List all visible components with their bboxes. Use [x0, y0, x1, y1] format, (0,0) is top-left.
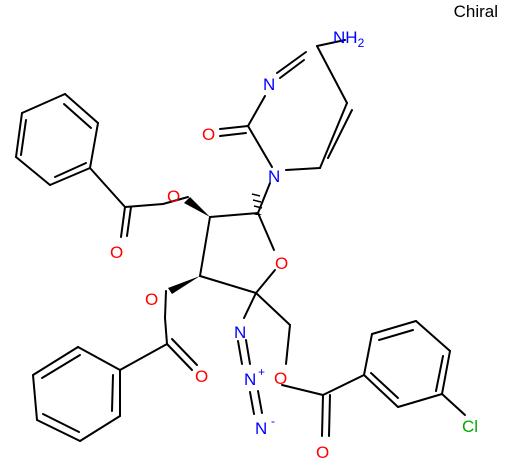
atom-o-ester1: O — [167, 187, 180, 206]
atom-o-carbonyl2: O — [195, 367, 208, 386]
atom-o2: O — [202, 125, 215, 144]
atom-nh2: NH2 — [333, 28, 365, 50]
atom-o-ester2: O — [145, 290, 158, 309]
stereo-bonds — [168, 197, 262, 294]
chiral-label: Chiral — [453, 2, 498, 21]
atom-cl: Cl — [462, 417, 478, 436]
atom-n3: N — [263, 75, 275, 94]
atom-n-azide3: N — [255, 419, 267, 438]
atom-n-azide2: N — [244, 370, 256, 389]
atom-n1: N — [268, 167, 280, 186]
atom-n-azide3-charge: - — [271, 414, 275, 428]
hash-bonds — [251, 193, 263, 209]
atom-o-ring: O — [275, 254, 288, 273]
atom-o-ester3: O — [274, 369, 287, 388]
atom-n-azide1: N — [234, 323, 246, 342]
atom-labels: NH2 N O N O O O O O N N + N - O O Cl — [110, 28, 478, 462]
bonds — [15, 39, 466, 442]
atom-o-carbonyl3: O — [316, 443, 329, 462]
atom-n-azide2-charge: + — [258, 365, 265, 379]
atom-o-carbonyl1: O — [110, 243, 123, 262]
